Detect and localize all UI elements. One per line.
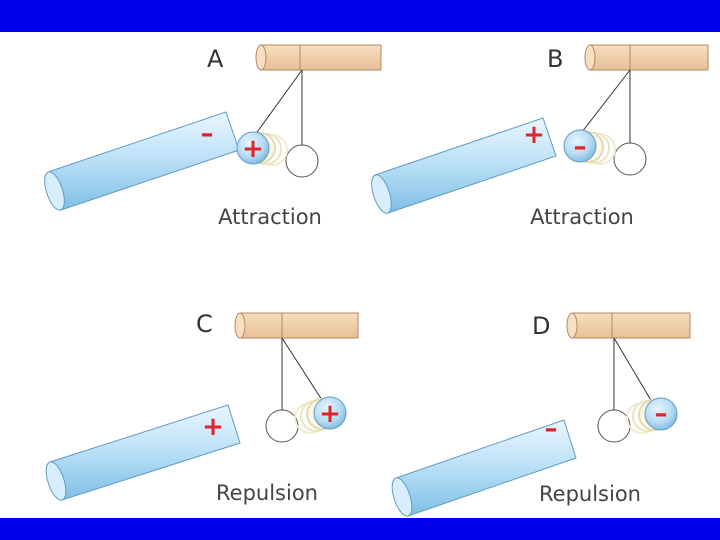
panel-b: B – + Attraction <box>371 44 709 229</box>
panel-c-caption: Repulsion <box>216 481 318 505</box>
panel-c-threads <box>281 337 323 410</box>
panel-b-ball-charge: – <box>574 132 587 162</box>
panel-d-threads <box>613 337 653 410</box>
panel-b-threads <box>581 69 631 145</box>
panel-d-ball <box>644 397 678 431</box>
panel-a-caption: Attraction <box>218 205 322 229</box>
bottom-frame-bar <box>0 518 720 540</box>
panel-b-ball <box>563 129 597 163</box>
panel-c: C + + Repulsion <box>45 310 359 505</box>
panel-d-caption: Repulsion <box>539 482 641 506</box>
panel-d-ball-rest <box>597 409 631 443</box>
panel-c-support-rod <box>234 312 359 339</box>
panel-d-support-rod <box>566 312 691 339</box>
panel-c-ball-rest <box>265 409 299 443</box>
panel-a-rod-charge: – <box>201 119 214 149</box>
panel-c-ball <box>313 396 347 430</box>
panel-d-rod-charge: – <box>545 414 558 444</box>
panel-a-threads <box>254 69 303 145</box>
panel-a-support-rod <box>255 44 382 71</box>
panel-b-caption: Attraction <box>530 205 634 229</box>
panel-b-letter: B <box>547 45 563 73</box>
panel-b-rod-charge: + <box>523 120 545 150</box>
panel-a: A + – Attraction <box>44 44 382 229</box>
panel-b-ball-rest <box>613 142 647 176</box>
panel-a-ball-charge: + <box>242 134 264 164</box>
panel-b-glass-rod <box>371 117 557 214</box>
panel-d-glass-rod <box>391 419 577 517</box>
panel-d: D – – Repulsion <box>391 312 691 517</box>
panel-c-rod-charge: + <box>202 412 224 442</box>
top-frame-bar <box>0 0 720 32</box>
slide-background <box>0 32 720 518</box>
panel-b-support-rod <box>584 44 709 71</box>
panel-d-letter: D <box>532 312 550 340</box>
panel-a-letter: A <box>207 45 224 73</box>
panel-d-ball-charge: – <box>655 399 668 429</box>
panel-c-letter: C <box>196 310 213 338</box>
panel-a-ball <box>236 131 270 165</box>
panel-a-ball-rest <box>285 144 319 178</box>
panel-c-ball-charge: + <box>319 399 341 429</box>
panel-c-glass-rod <box>45 404 241 501</box>
